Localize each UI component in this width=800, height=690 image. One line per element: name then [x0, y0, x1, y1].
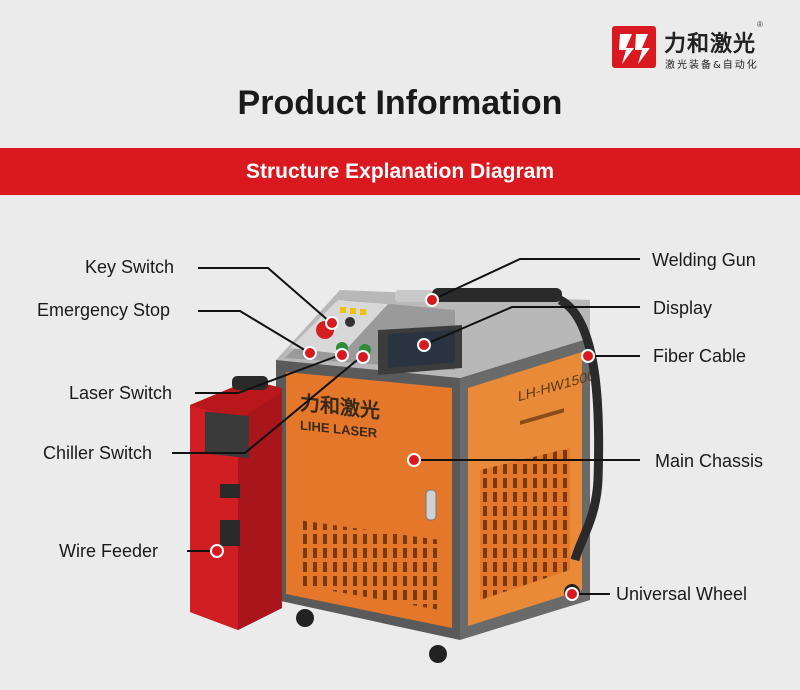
label-key-switch: Key Switch	[85, 257, 175, 277]
label-laser-switch: Laser Switch	[69, 383, 173, 403]
welding-gun	[395, 288, 562, 302]
section-banner-title: Structure Explanation Diagram	[245, 160, 555, 183]
dot-welding-gun	[425, 293, 439, 307]
wire-feeder	[190, 376, 282, 630]
dot-fiber-cable	[581, 349, 595, 363]
section-banner	[0, 148, 800, 195]
dot-display	[417, 338, 431, 352]
brand-mark-icon	[612, 26, 656, 68]
dot-universal-wheel	[565, 587, 579, 601]
label-chiller-switch: Chiller Switch	[43, 443, 153, 463]
label-welding-gun: Welding Gun	[652, 250, 756, 270]
label-wire-feeder: Wire Feeder	[59, 541, 159, 561]
label-display: Display	[653, 298, 713, 318]
registered-mark: ®	[757, 20, 763, 29]
label-fiber-cable: Fiber Cable	[653, 346, 747, 366]
brand-tagline: 激光装备&自动化	[665, 60, 759, 71]
label-main-chassis: Main Chassis	[655, 451, 764, 471]
dot-main-chassis	[407, 453, 421, 467]
label-universal-wheel: Universal Wheel	[616, 584, 748, 604]
label-emergency-stop: Emergency Stop	[37, 300, 171, 320]
dot-chiller-switch	[356, 350, 370, 364]
brand-name: 力和激光	[664, 32, 757, 57]
page-title: Product Information	[237, 84, 563, 122]
dot-emergency-stop	[303, 346, 317, 360]
dot-laser-switch	[335, 348, 349, 362]
dot-wire-feeder	[210, 544, 224, 558]
dot-key-switch	[325, 316, 339, 330]
brand-logo: 力和激光 ® 激光装备&自动化	[612, 20, 782, 72]
callout-dots	[210, 293, 595, 601]
